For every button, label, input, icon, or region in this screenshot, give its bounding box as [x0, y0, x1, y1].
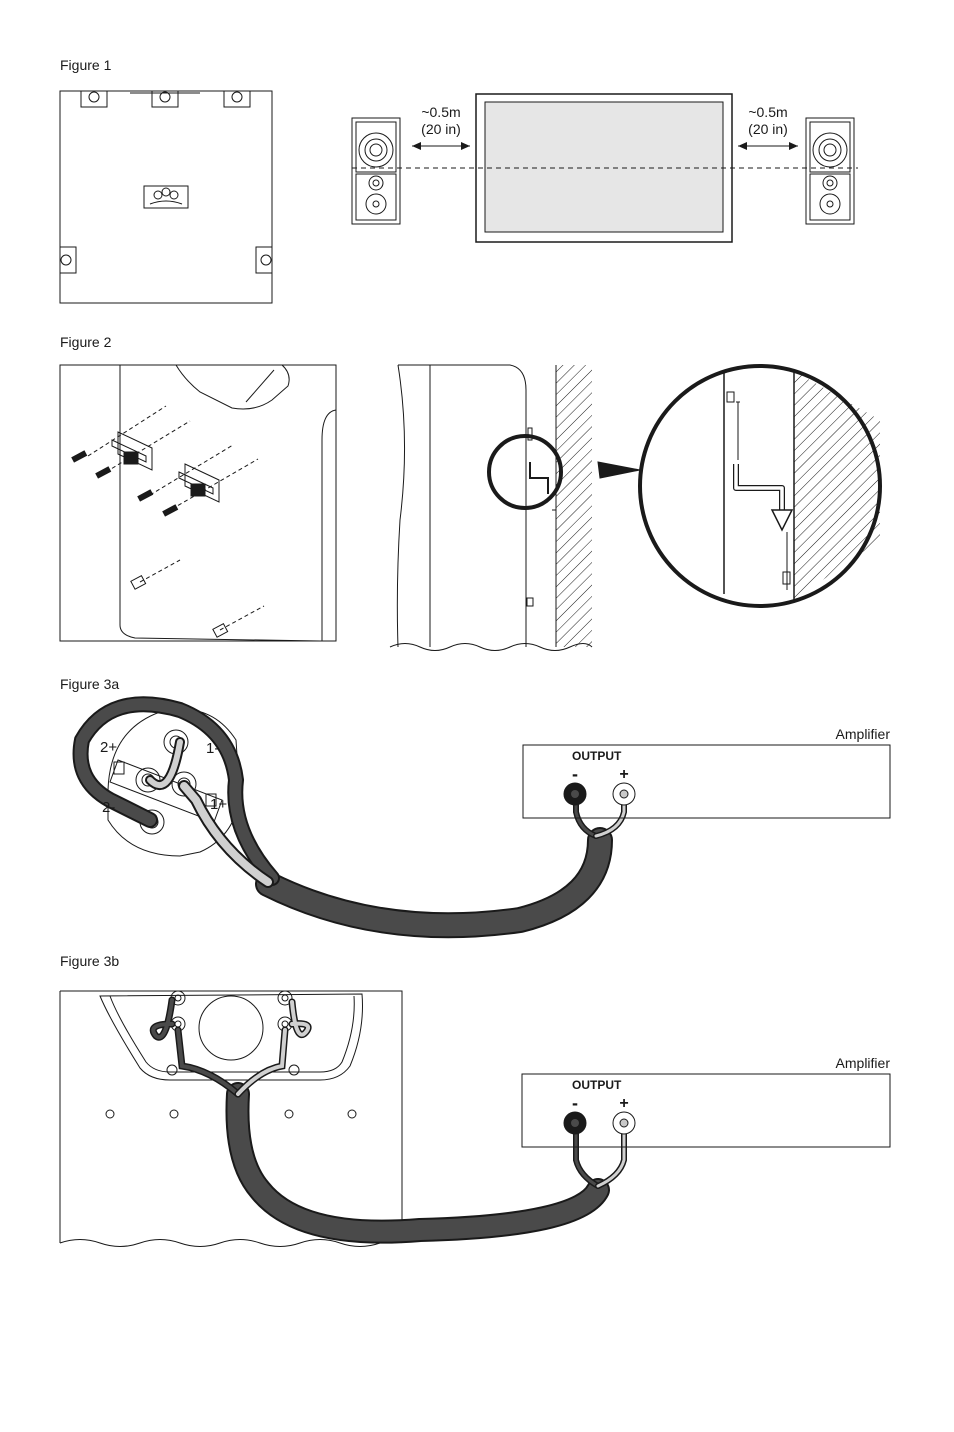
figure2-bracket-assembly — [59, 364, 337, 642]
figure3a-cable — [72, 696, 627, 939]
terminal-2-plus-label: 2+ — [100, 739, 117, 756]
terminal-2-minus-label: 2- — [102, 799, 115, 816]
figure2-wall-mount-side — [389, 364, 882, 651]
minus-label-3b: - — [572, 1093, 578, 1113]
surround-right-speaker-icon — [255, 246, 273, 274]
front-left-speaker-icon — [80, 90, 108, 108]
center-speaker-icon — [151, 90, 179, 108]
terminal-1-plus-label: 1+ — [210, 796, 227, 813]
tv-screen-icon — [475, 93, 733, 243]
front-right-speaker-icon — [223, 90, 251, 108]
listener-sofa-icon — [143, 185, 189, 209]
right-distance-imperial: (20 in) — [748, 121, 788, 137]
surround-left-speaker-icon — [59, 246, 77, 274]
left-speaker-icon — [351, 117, 401, 225]
right-speaker-icon — [805, 117, 855, 225]
wall-bracket-lower-icon — [178, 463, 220, 503]
minus-label-3a: - — [572, 764, 578, 784]
left-distance-imperial: (20 in) — [421, 121, 461, 137]
output-label-3b: OUTPUT — [572, 1078, 622, 1092]
figure1-tv-layout — [351, 93, 858, 243]
amplifier-label-3a: Amplifier — [836, 726, 891, 742]
screw-icons — [71, 450, 179, 517]
amplifier-label-3b: Amplifier — [836, 1055, 891, 1071]
right-distance-metric: ~0.5m — [748, 104, 787, 120]
figure3a-caption: Figure 3a — [60, 676, 120, 692]
figure3b-caption: Figure 3b — [60, 953, 120, 969]
figure3a-amplifier — [522, 744, 891, 819]
plus-label-3b: + — [619, 1095, 628, 1112]
magnifier-circle-small — [487, 434, 563, 510]
terminal-post-icons — [170, 990, 293, 1032]
figure1-room-plan — [59, 90, 273, 304]
plus-label-3a: + — [619, 766, 628, 783]
terminal-1-minus-label: 1- — [206, 740, 219, 757]
figure1-caption: Figure 1 — [60, 57, 112, 73]
output-label-3a: OUTPUT — [572, 749, 622, 763]
figure3b-amplifier — [521, 1073, 891, 1148]
wall-bracket-upper-icon — [111, 431, 153, 471]
zoom-pointer-icon — [597, 461, 641, 479]
left-distance-metric: ~0.5m — [421, 104, 460, 120]
figure2-caption: Figure 2 — [60, 334, 112, 350]
figure3b-cable — [149, 996, 627, 1244]
foot-icons — [130, 574, 229, 638]
